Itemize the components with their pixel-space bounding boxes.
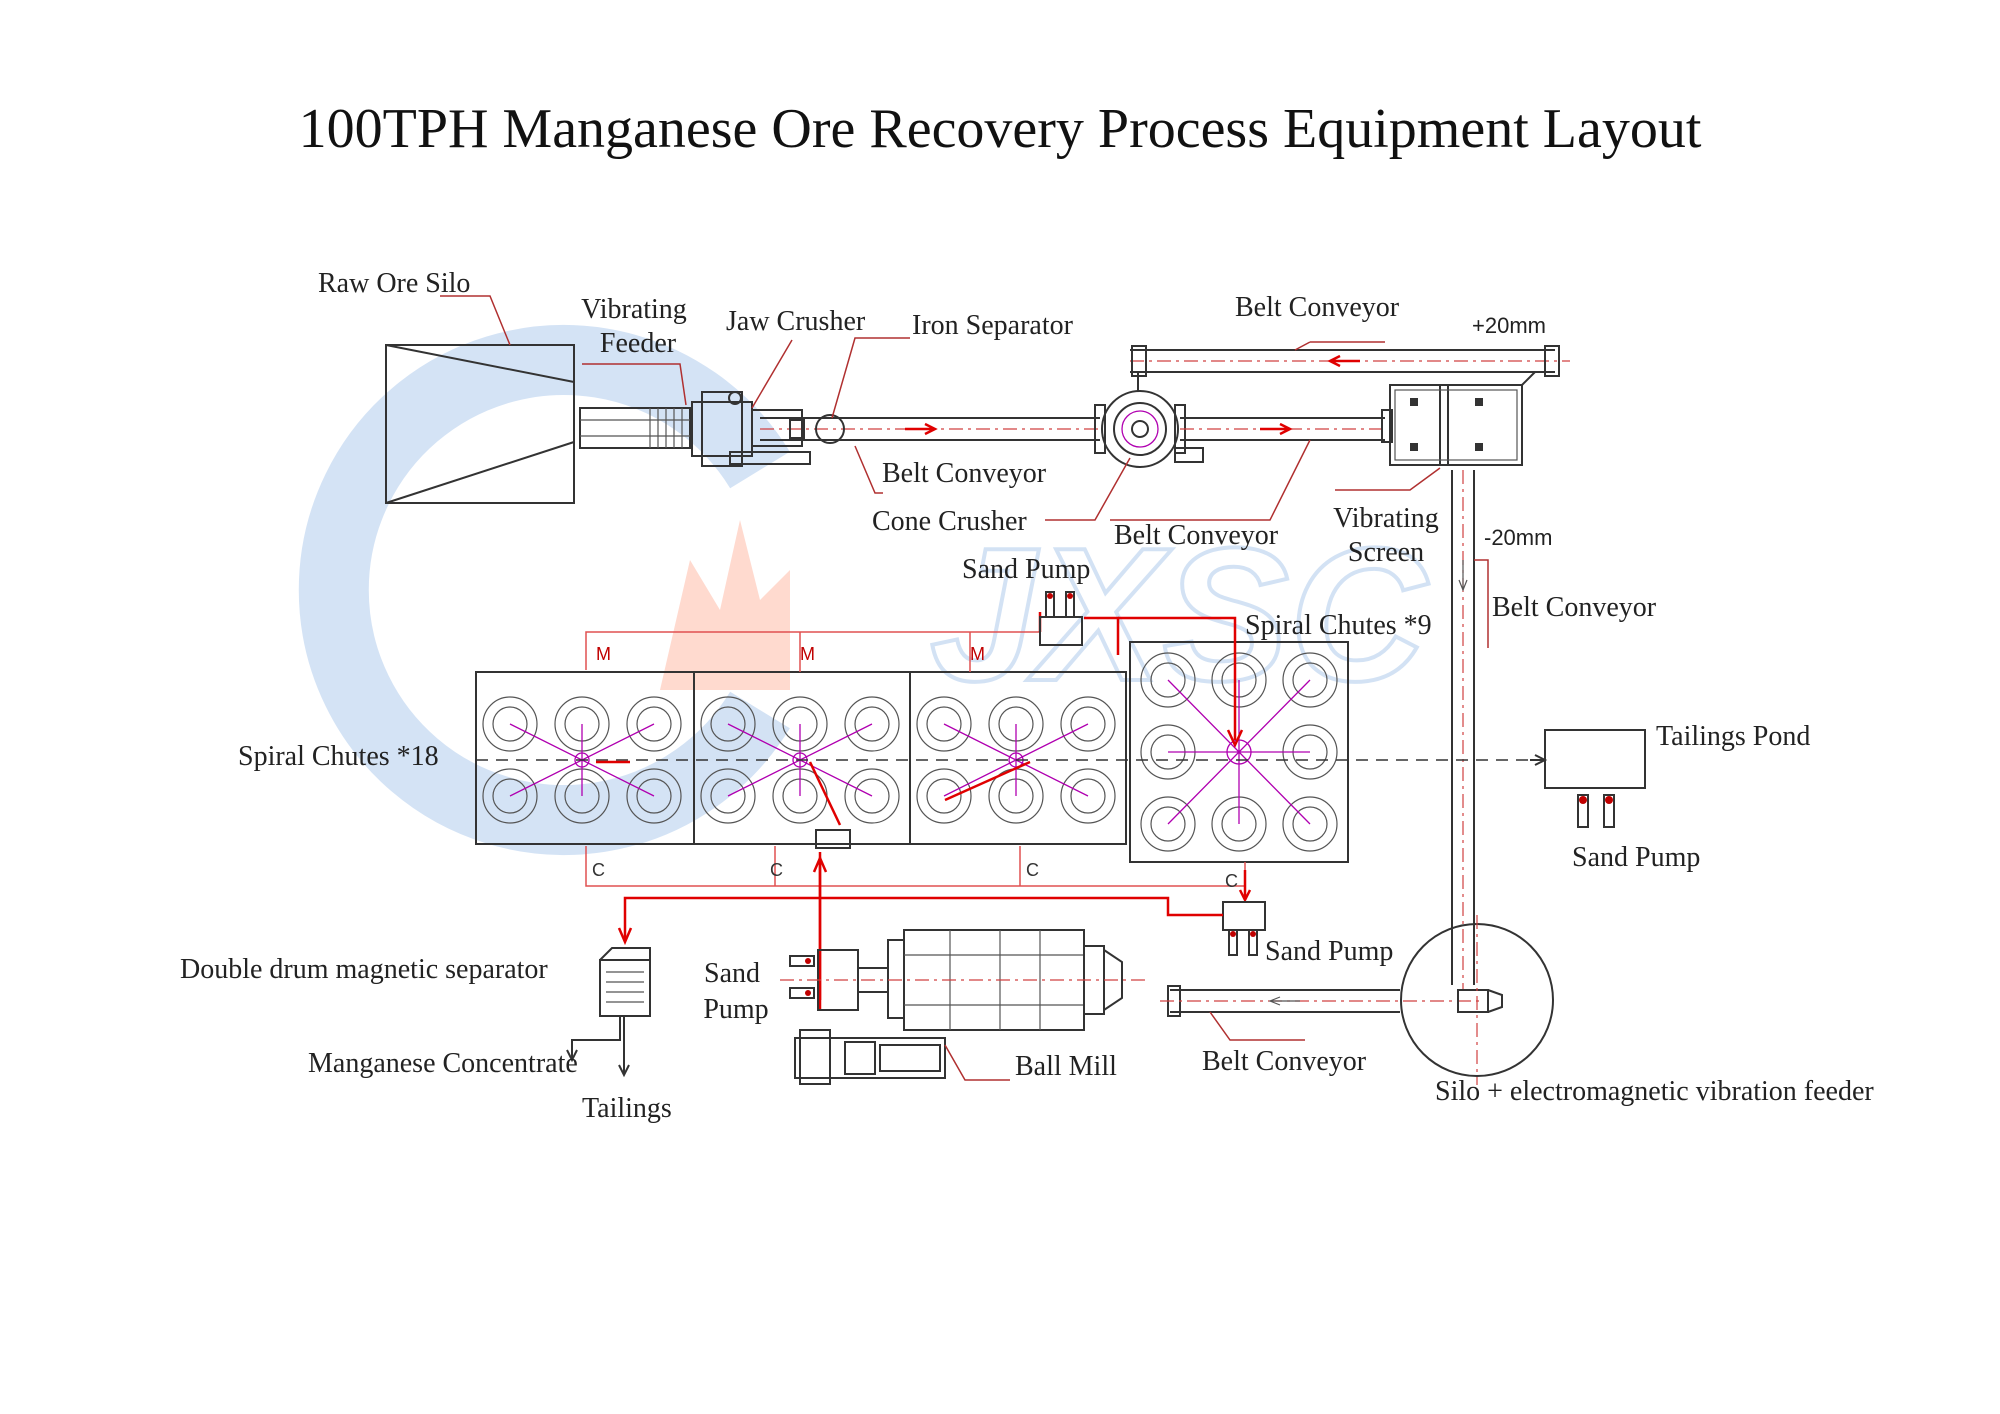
label-sand-pump-left-line1: Sand (704, 958, 760, 989)
iron-separator (815, 414, 845, 444)
label-belt-conveyor-1: Belt Conveyor (882, 458, 1047, 489)
silo-vibration-feeder (1400, 915, 1554, 1085)
sand-pump-top (1039, 591, 1083, 646)
label-spiral-chutes-18: Spiral Chutes *18 (238, 741, 439, 772)
tag-m-1: M (596, 644, 611, 664)
label-size-plus-20mm: +20mm (1472, 313, 1546, 338)
page-title: 100TPH Manganese Ore Recovery Process Eq… (299, 98, 1702, 160)
belt-conveyor-2 (1180, 417, 1385, 441)
tailings-arrow (1530, 754, 1548, 766)
label-manganese-concentrate: Manganese Concentrate (308, 1048, 578, 1079)
label-belt-conveyor-bottom: Belt Conveyor (1202, 1046, 1367, 1077)
label-vibrating-screen-line2: Screen (1348, 537, 1424, 568)
tag-m-2: M (800, 644, 815, 664)
tag-c-2: C (770, 860, 783, 880)
belt-conveyor-1 (760, 417, 1100, 441)
jaw-crusher (691, 391, 811, 467)
tag-m-3: M (970, 644, 985, 664)
spiral-unit-group-a (482, 696, 682, 824)
label-cone-crusher: Cone Crusher (872, 506, 1027, 537)
raw-ore-silo (385, 344, 575, 504)
separator-feed-arrow (617, 927, 633, 946)
belt-conveyor-top-return (1130, 345, 1570, 392)
label-sand-pump-top: Sand Pump (962, 554, 1090, 585)
feed-to-spiral-9 (1118, 616, 1237, 740)
vibrating-feeder (579, 407, 691, 449)
sand-pump-mid (1222, 901, 1266, 956)
label-silo-electromagnetic-feeder: Silo + electromagnetic vibration feeder (1435, 1076, 1874, 1107)
label-double-drum-magnetic-separator: Double drum magnetic separator (180, 954, 548, 985)
label-tailings-pond: Tailings Pond (1656, 721, 1810, 752)
cone-crusher (1094, 390, 1204, 468)
label-jaw-crusher: Jaw Crusher (726, 306, 866, 337)
sand-pump-left (789, 955, 815, 999)
belt-conveyor-bottom (1160, 985, 1480, 1017)
tailings-outlet (618, 1016, 630, 1078)
leader-lines (440, 295, 1489, 1081)
label-belt-conveyor-top: Belt Conveyor (1235, 292, 1400, 323)
distribution-box (815, 829, 851, 849)
sand-pump-right (1577, 794, 1615, 828)
label-raw-ore-silo: Raw Ore Silo (318, 268, 470, 299)
belt-conveyor-vertical-right (1451, 470, 1475, 990)
mill-to-spiral-arrow (812, 854, 828, 1000)
tag-c-4: C (1225, 871, 1238, 891)
feed-arrow-spiral-9 (1226, 729, 1244, 748)
label-vibrating-feeder-line2: Feeder (600, 328, 677, 359)
concentrate-to-separator (623, 896, 1223, 940)
label-sand-pump-right: Sand Pump (1572, 842, 1700, 873)
spiral-chutes-9-bank (1129, 641, 1349, 863)
tag-c-3: C (1026, 860, 1039, 880)
concentrate-outlet (566, 1016, 621, 1063)
label-vibrating-screen-line1: Vibrating (1333, 503, 1439, 534)
label-sand-pump-mid: Sand Pump (1265, 936, 1393, 967)
label-sand-pump-left-line2: Pump (703, 994, 768, 1025)
label-tailings: Tailings (582, 1093, 672, 1124)
label-iron-separator: Iron Separator (912, 310, 1074, 341)
concentrate-line (585, 846, 1252, 903)
label-belt-conveyor-right: Belt Conveyor (1492, 592, 1657, 623)
label-spiral-chutes-9: Spiral Chutes *9 (1245, 610, 1432, 641)
label-ball-mill: Ball Mill (1015, 1051, 1117, 1082)
double-drum-magnetic-separator (599, 947, 651, 1017)
tailings-pond (1544, 729, 1646, 789)
vibrating-screen (1381, 371, 1536, 466)
tag-c-1: C (592, 860, 605, 880)
label-belt-conveyor-2: Belt Conveyor (1114, 520, 1279, 551)
label-vibrating-feeder-line1: Vibrating (581, 294, 687, 325)
label-size-minus-20mm: -20mm (1484, 525, 1552, 550)
